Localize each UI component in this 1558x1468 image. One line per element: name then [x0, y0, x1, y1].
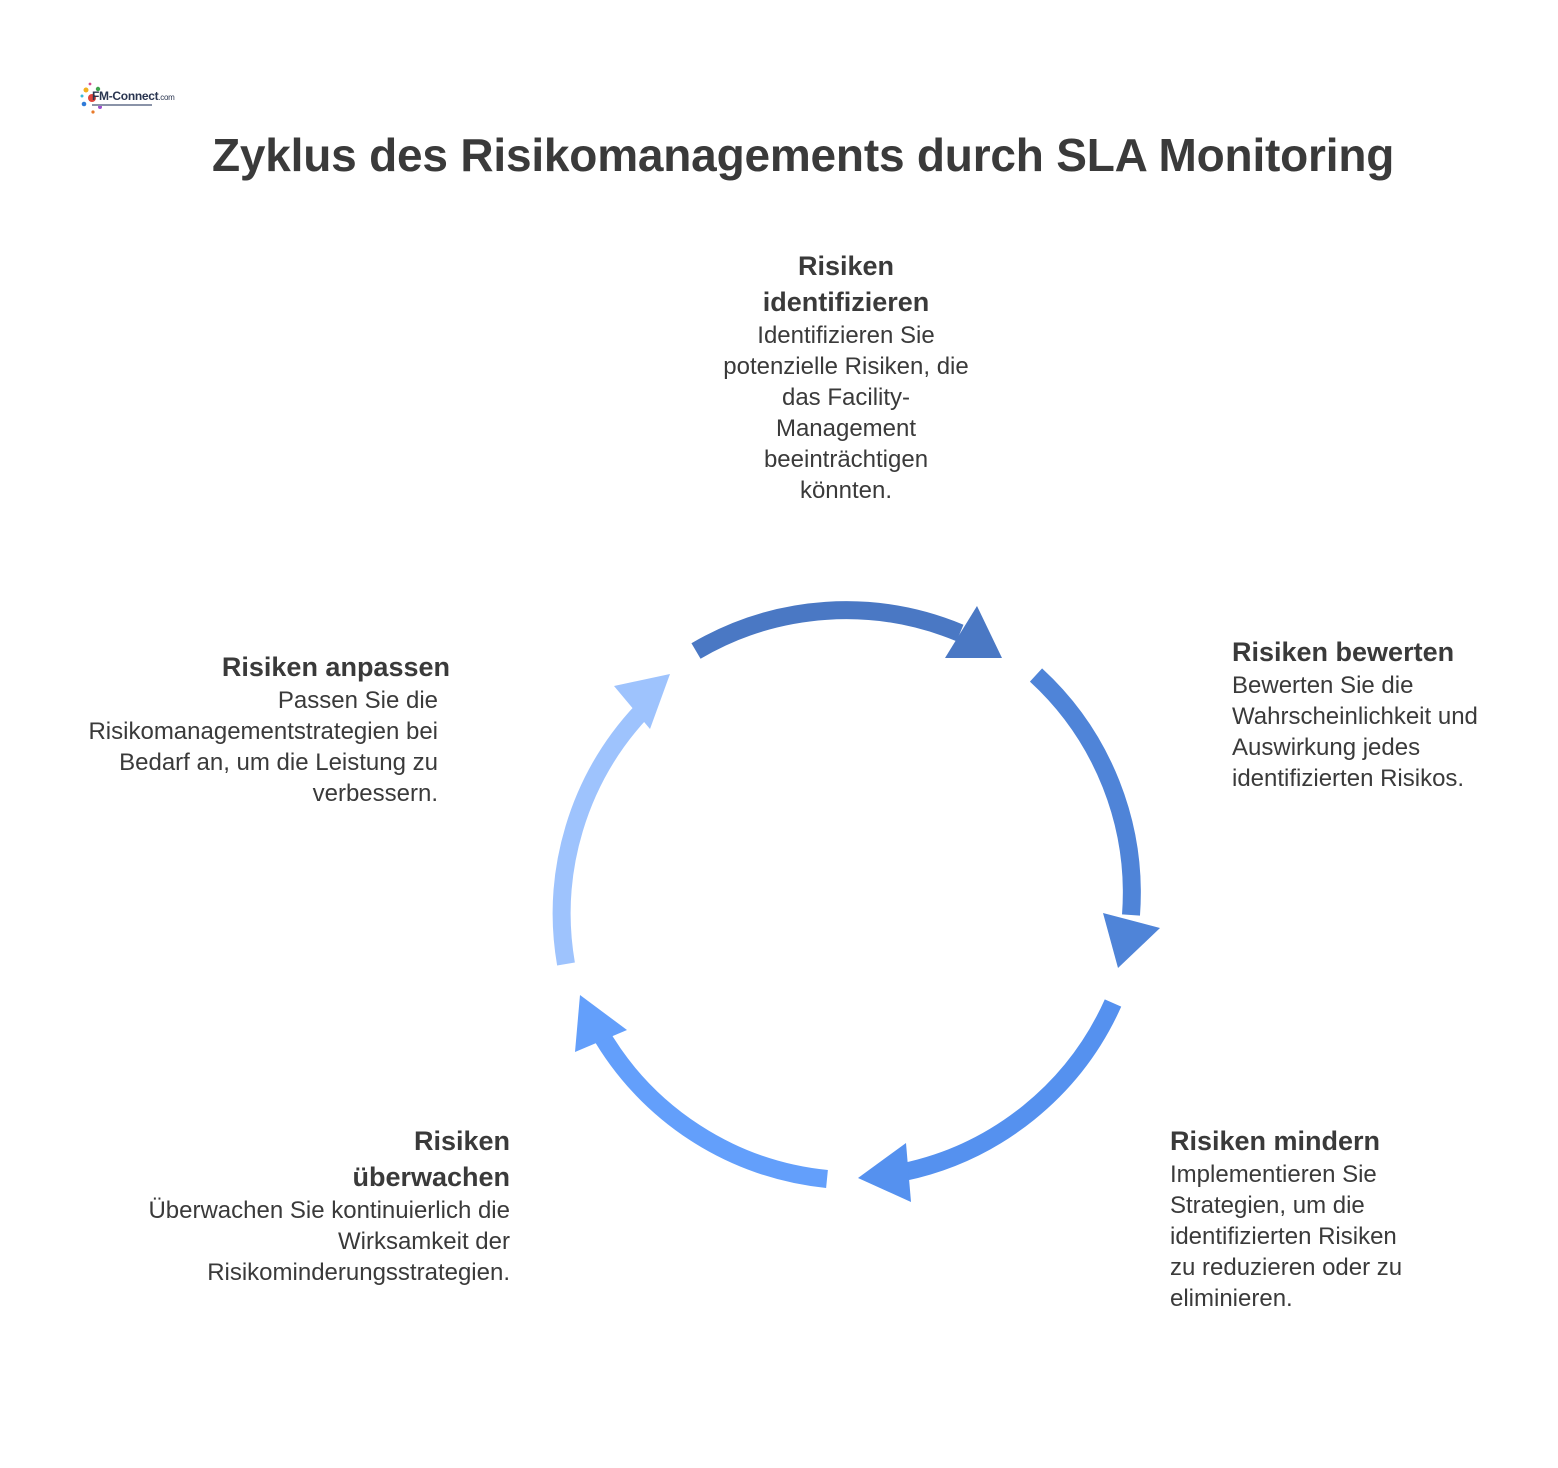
arrow-monitor-to-adjust: [575, 995, 828, 1188]
arrow-identify-to-assess: [691, 601, 1002, 659]
arrow-adjust-to-identify: [552, 674, 670, 966]
step-monitor-description: Überwachen Sie kontinuierlich die Wirksa…: [148, 1197, 510, 1286]
step-monitor: Risiken überwachen Überwachen Sie kontin…: [130, 1123, 510, 1288]
step-identify-description: Identifizieren Sie potenzielle Risiken, …: [723, 322, 969, 504]
step-assess-description: Bewerten Sie die Wahrscheinlichkeit und …: [1232, 672, 1478, 792]
step-adjust-title: Risiken anpassen: [221, 652, 450, 682]
arrow-assess-to-mitigate: [1029, 668, 1160, 968]
step-identify-title: Risiken identifizieren: [762, 251, 930, 317]
step-identify: Risiken identifizieren Identifizieren Si…: [715, 248, 977, 506]
logo-tagline-line: [92, 104, 152, 106]
step-assess: Risiken bewerten Bewerten Sie die Wahrsc…: [1232, 634, 1494, 794]
step-adjust-description: Passen Sie die Risikomanagementstrategie…: [88, 687, 438, 807]
arrow-mitigate-to-monitor: [858, 999, 1122, 1202]
page-title: Zyklus des Risikomanagements durch SLA M…: [212, 129, 1395, 181]
step-monitor-title: Risiken überwachen: [352, 1126, 510, 1192]
step-mitigate: Risiken mindern Implementieren Sie Strat…: [1170, 1123, 1420, 1314]
step-mitigate-description: Implementieren Sie Strategien, um die id…: [1170, 1161, 1403, 1312]
logo-burst-icon: [80, 82, 102, 114]
step-assess-title: Risiken bewerten: [1232, 637, 1455, 667]
fm-connect-logo: FM-Connect.com: [78, 80, 175, 116]
logo-text: FM-Connect.com: [92, 89, 175, 103]
step-adjust: Risiken anpassen Passen Sie die Risikoma…: [60, 649, 450, 809]
step-mitigate-title: Risiken mindern: [1170, 1126, 1381, 1156]
